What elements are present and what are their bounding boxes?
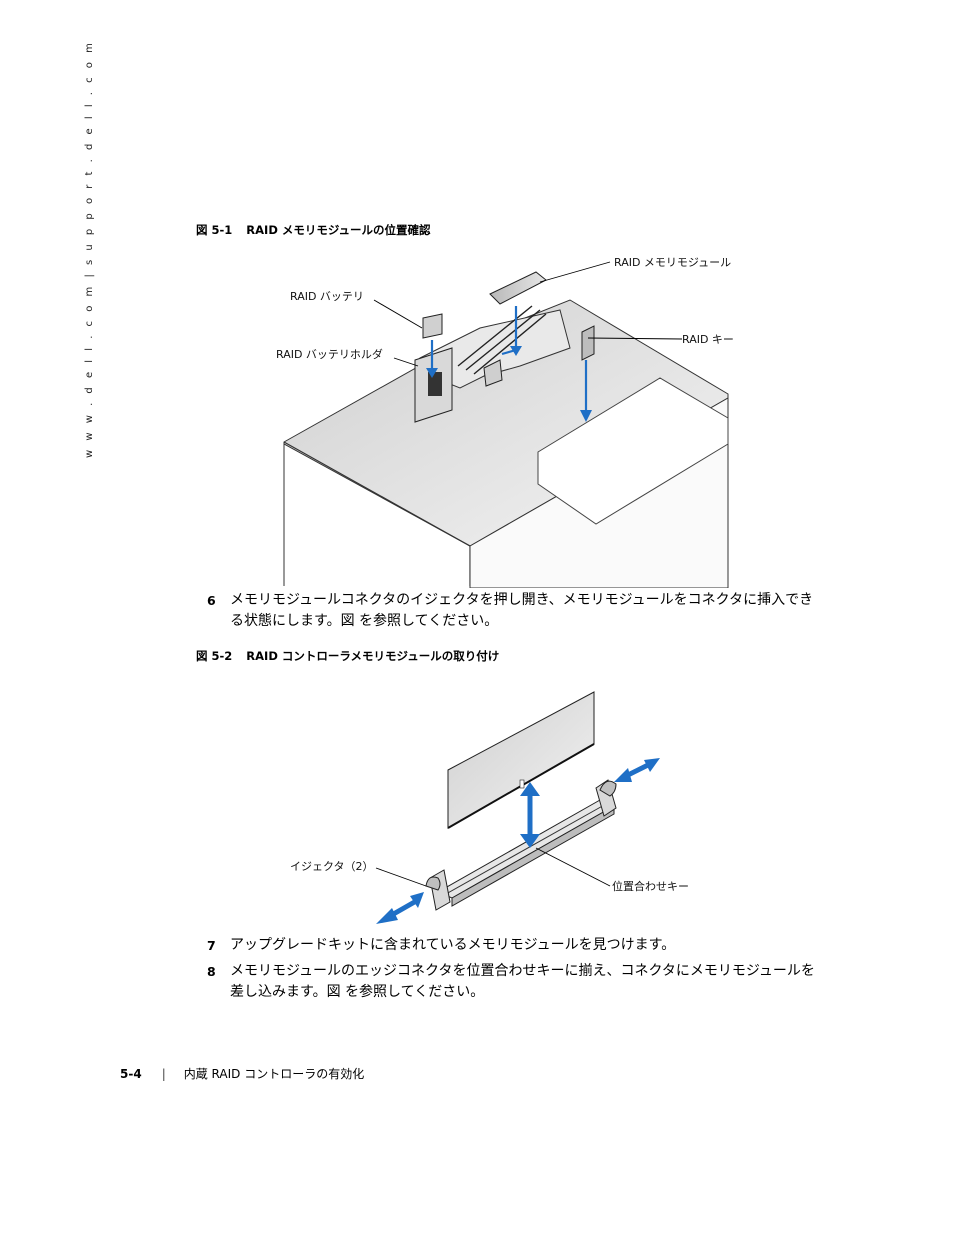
battery-drawing [422,313,443,339]
step-7-text: アップグレードキットに含まれているメモリモジュールを見つけます。 [230,937,676,953]
label-ejector: イジェクタ（2） [290,860,374,873]
figure-2-title: RAID コントローラメモリモジュールの取り付け [246,649,500,663]
label-memory-module: RAID メモリモジュール [614,256,731,269]
step-8-text: メモリモジュールのエッジコネクタを位置合わせキーに揃え、コネクタにメモリモジュー… [230,963,815,1000]
figure-2-number: 図 5-2 [196,649,233,663]
step-8-number: 8 [207,964,216,979]
step-6: 6 メモリモジュールコネクタのイジェクタを押し開き、メモリモジュールをコネクタに… [207,590,817,632]
step-7: 7 アップグレードキットに含まれているメモリモジュールを見つけます。 [207,935,817,956]
step-6-text: メモリモジュールコネクタのイジェクタを押し開き、メモリモジュールをコネクタに挿入… [230,592,814,629]
chassis-drawing [283,299,729,588]
motion-arrows [376,758,660,924]
step-6-number: 6 [207,593,216,608]
figure-1-caption: 図 5-1 RAID メモリモジュールの位置確認 [196,222,431,238]
memory-module-drawing [489,271,547,305]
label-battery: RAID バッテリ [290,290,364,303]
leader-lines-2 [375,847,611,887]
step-8: 8 メモリモジュールのエッジコネクタを位置合わせキーに揃え、コネクタにメモリモジ… [207,961,817,1003]
label-battery-holder: RAID バッテリホルダ [276,347,383,361]
figure-1-title: RAID メモリモジュールの位置確認 [246,223,431,237]
step-7-number: 7 [207,938,216,953]
footer-separator: | [161,1067,166,1081]
figure-2-illustration: イジェクタ（2） 位置合わせキー [290,691,689,924]
figure-2-caption: 図 5-2 RAID コントローラメモリモジュールの取り付け [196,648,499,664]
connector-drawing [425,779,617,911]
dimm-module-drawing [447,691,595,829]
page-number: 5-4 [120,1067,142,1081]
leader-lines [373,261,683,367]
figure-1-number: 図 5-1 [196,223,233,237]
side-url: w w w . d e l l . c o m | s u p p o r t … [84,40,95,458]
install-arrows [426,306,592,422]
label-raid-key: RAID キー [682,333,734,346]
figure-1-illustration: RAID メモリモジュール RAID バッテリ RAID バッテリホルダ RAI… [276,256,734,588]
label-alignment-key: 位置合わせキー [612,879,689,893]
chapter-title: 内蔵 RAID コントローラの有効化 [183,1067,365,1081]
page-footer: 5-4 | 内蔵 RAID コントローラの有効化 [120,1065,364,1082]
